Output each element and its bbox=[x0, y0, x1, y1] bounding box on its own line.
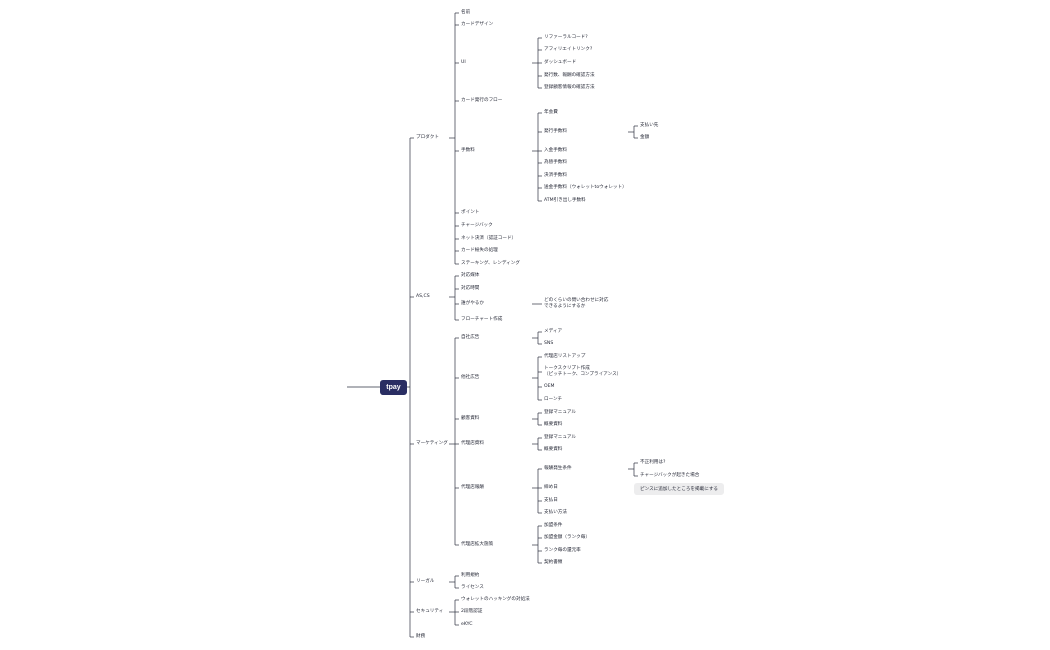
node-reg-manual-1[interactable]: 登録マニュアル bbox=[544, 410, 577, 416]
node-who-handles[interactable]: 誰がやるか bbox=[461, 301, 484, 307]
node-support-medium[interactable]: 対応媒体 bbox=[461, 273, 480, 279]
node-support-hours[interactable]: 対応時間 bbox=[461, 286, 480, 292]
node-flowchart[interactable]: フローチャート作成 bbox=[461, 317, 503, 323]
node-inquiry-volume[interactable]: どのくらいの問い合わせに対応 できるようにするか bbox=[544, 298, 609, 309]
node-card-flow[interactable]: カード発行のフロー bbox=[461, 98, 503, 104]
node-staking[interactable]: ステーキング、レンディング bbox=[461, 261, 520, 267]
node-terms[interactable]: 利用規約 bbox=[461, 573, 480, 579]
node-chargeback[interactable]: チャージバック bbox=[461, 223, 493, 229]
node-registrant-info[interactable]: 登録顧客情報の確認方法 bbox=[544, 85, 595, 91]
node-deposit-fee[interactable]: 入金手数料 bbox=[544, 148, 567, 154]
root-node[interactable]: tpay bbox=[380, 380, 407, 395]
node-oem[interactable]: OEM bbox=[544, 384, 555, 390]
node-dashboard[interactable]: ダッシュボード bbox=[544, 60, 577, 66]
node-issued-count[interactable]: 発行数、報酬の確認方法 bbox=[544, 73, 595, 79]
node-customer-docs[interactable]: 顧客資料 bbox=[461, 416, 480, 422]
node-agency-growth[interactable]: 代理店拡大施策 bbox=[461, 542, 494, 548]
node-security[interactable]: セキュリティ bbox=[416, 609, 444, 615]
node-license[interactable]: ライセンス bbox=[461, 585, 484, 591]
node-agency-reward[interactable]: 代理店報酬 bbox=[461, 485, 484, 491]
node-referral-code[interactable]: リファーラルコード? bbox=[544, 35, 588, 41]
node-chargeback-case[interactable]: チャージバックが起きた場合 bbox=[640, 473, 700, 479]
node-launch[interactable]: ローンチ bbox=[544, 397, 563, 403]
node-sns[interactable]: SNS bbox=[544, 341, 554, 347]
node-agency-docs[interactable]: 代理店資料 bbox=[461, 441, 484, 447]
node-issuance-fee[interactable]: 発行手数料 bbox=[544, 129, 567, 135]
node-ui[interactable]: UI bbox=[461, 60, 466, 66]
node-payment-fee[interactable]: 決済手数料 bbox=[544, 173, 567, 179]
node-other-ads[interactable]: 他社広告 bbox=[461, 375, 480, 381]
node-fraud[interactable]: 不正利用は? bbox=[640, 460, 666, 466]
node-points[interactable]: ポイント bbox=[461, 210, 480, 216]
node-overview-2[interactable]: 概要資料 bbox=[544, 447, 563, 453]
node-contract[interactable]: 契約書類 bbox=[544, 560, 563, 566]
node-fees[interactable]: 手数料 bbox=[461, 148, 475, 154]
node-talk-script[interactable]: トークスクリプト作成 （ピッチトーク、コンプライアンス） bbox=[544, 366, 622, 377]
node-reg-manual-2[interactable]: 登録マニュアル bbox=[544, 435, 577, 441]
node-name[interactable]: 名前 bbox=[461, 10, 471, 16]
node-overview-1[interactable]: 概要資料 bbox=[544, 422, 563, 428]
node-card-design[interactable]: カードデザイン bbox=[461, 22, 494, 28]
node-closing-date[interactable]: 締め日 bbox=[544, 485, 558, 491]
node-marketing[interactable]: マーケティング bbox=[416, 441, 448, 447]
node-rank-return[interactable]: ランク毎の還元率 bbox=[544, 548, 581, 554]
node-bonus-conditions[interactable]: 加盟条件 bbox=[544, 523, 563, 529]
node-annual-fee[interactable]: 年会費 bbox=[544, 110, 558, 116]
node-wallet-hacking[interactable]: ウォレットのハッキングの対処法 bbox=[461, 597, 530, 603]
node-own-ads[interactable]: 自社広告 bbox=[461, 335, 480, 341]
node-atm-fee[interactable]: ATM引き出し手数料 bbox=[544, 198, 586, 204]
node-payee[interactable]: 支払い先 bbox=[640, 123, 659, 129]
node-affiliate-link[interactable]: アフィリエイトリンク? bbox=[544, 47, 593, 53]
node-fx-fee[interactable]: 為替手数料 bbox=[544, 160, 567, 166]
node-payment-method[interactable]: 支払い方法 bbox=[544, 510, 567, 516]
node-agency-list[interactable]: 代理店リストアップ bbox=[544, 354, 586, 360]
node-legal[interactable]: リーガル bbox=[416, 579, 435, 585]
node-media[interactable]: メディア bbox=[544, 329, 563, 335]
node-transfer-fee[interactable]: 送金手数料（ウォレットtoウォレット） bbox=[544, 185, 627, 191]
node-card-loss[interactable]: カード紛失の処理 bbox=[461, 248, 498, 254]
node-reward-conditions[interactable]: 報酬発生条件 bbox=[544, 466, 572, 472]
node-other[interactable]: 財務 bbox=[416, 634, 426, 640]
note-node[interactable]: ピンスに追加したところを掲載にする bbox=[634, 483, 724, 495]
node-bonus-amount[interactable]: 加盟金額（ランク毎） bbox=[544, 535, 590, 541]
node-net-payment[interactable]: ネット決済（認証コード） bbox=[461, 236, 517, 242]
node-amount[interactable]: 金額 bbox=[640, 135, 650, 141]
node-ekyc[interactable]: eKYC bbox=[461, 622, 473, 628]
node-cs[interactable]: AS,CS bbox=[416, 294, 430, 300]
node-payment-date[interactable]: 支払日 bbox=[544, 498, 558, 504]
node-product[interactable]: プロダクト bbox=[416, 135, 439, 141]
node-two-factor[interactable]: 2段階認証 bbox=[461, 609, 483, 615]
